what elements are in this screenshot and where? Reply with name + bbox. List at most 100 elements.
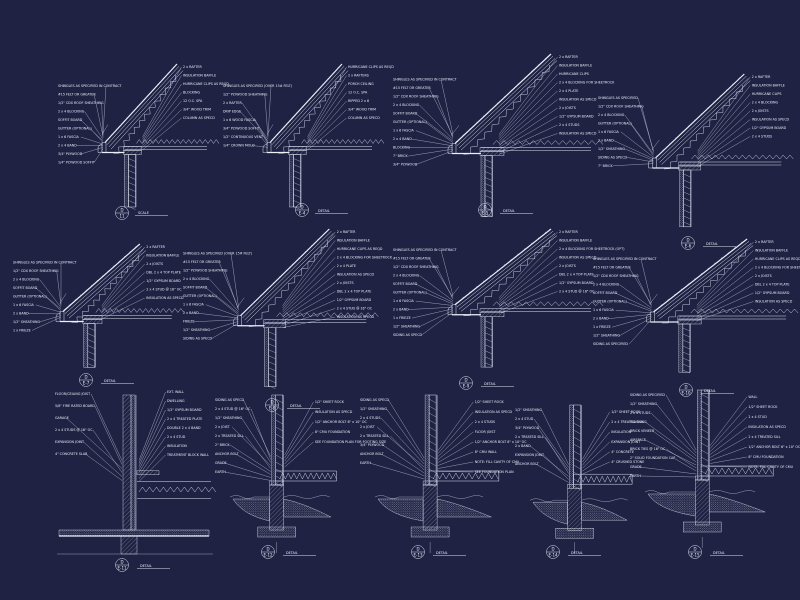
callout-label: 7" BRICK bbox=[393, 154, 408, 158]
detail-title: SCALE bbox=[138, 211, 149, 215]
callout-label: HURRICANE CLIPS bbox=[752, 92, 782, 96]
callout-label: 2 x 4 STUD @ 16" OC bbox=[559, 290, 595, 294]
callout-label: DOUBLE 2 x 4 BAND bbox=[167, 426, 201, 430]
detail-title: DETAIL bbox=[290, 404, 302, 408]
callout-label: GRADE bbox=[215, 461, 227, 465]
callout-label: 2 x 4 BLOCKING bbox=[593, 283, 620, 287]
callout-label: INSULATION AS SPECD bbox=[748, 425, 786, 429]
callout-label: GUTTER (OPTIONAL) bbox=[593, 300, 627, 304]
callout-label: 2 x 4 STUDS bbox=[559, 123, 579, 127]
detail-title: DETAIL bbox=[503, 209, 515, 213]
callout-label: SHINGLES AS SPECIFIED IN CONTRACT bbox=[58, 84, 123, 88]
callout-label: 1/2" SHEATHING bbox=[360, 407, 387, 411]
detail-title: DETAIL bbox=[318, 209, 330, 213]
callout-label: 3/4" WOOD TRIM bbox=[348, 108, 376, 112]
callout-label: 2 x 4 TREATED SILL bbox=[611, 420, 643, 424]
callout-label: SIDING AS SPECIFIED bbox=[630, 393, 665, 397]
callout-label: EARTH bbox=[630, 474, 641, 478]
callout-label: 2" SOLID FOUNDATION CAP bbox=[630, 456, 675, 460]
callout-label: SIDING AS SPECD bbox=[393, 333, 423, 337]
detail-bubble-sheet: E-13 bbox=[413, 553, 423, 558]
callout-label: 1/2" ANCHOR BOLT 6" x 10" OC bbox=[475, 440, 528, 444]
callout-label: 1/2" SHEATHING bbox=[215, 416, 242, 420]
detail-bubble-letter: D bbox=[686, 238, 689, 243]
callout-label: DBL 2 x 4 TOP PLATE bbox=[337, 290, 372, 294]
callout-label: 2 x JOIST bbox=[215, 425, 231, 429]
callout-label: SHINGLES AS SPECIFIED (OVER 15# FELT) bbox=[223, 84, 292, 88]
callout-label: INSULATION bbox=[611, 430, 631, 434]
callout-label: 2 x 4 STUD bbox=[167, 435, 186, 439]
detail-bubble-sheet: E-12 bbox=[263, 553, 273, 558]
callout-label: 2 x RAFTER bbox=[146, 245, 165, 249]
callout-label: 1 x FRIEZE bbox=[593, 325, 611, 329]
callout-label: INSULATION AS SPECD bbox=[752, 118, 790, 122]
detail-bubble-sheet: 11 bbox=[119, 214, 125, 219]
callout-label: COLUMN AS SPECD bbox=[183, 116, 215, 120]
callout-label: 2 x RAFTER bbox=[755, 240, 774, 244]
callout-label: 1 x 6 FASCIA bbox=[58, 135, 80, 139]
callout-label: ANCHOR BOLT bbox=[515, 462, 540, 466]
callout-label: 1 x 6 FASCIA bbox=[13, 303, 35, 307]
callout-label: 1/2" CDX ROOF SHEATHING bbox=[393, 95, 439, 99]
callout-label: SEE FOUNDATION PLAN FOR FOOTING SIZE bbox=[315, 440, 386, 444]
detail-7: SHINGLES AS SPECIFIED IN CONTRACT#15 FEL… bbox=[393, 228, 625, 390]
callout-label: TREATMENT BLOCK WALL bbox=[166, 453, 209, 457]
callout-label: ANCHOR BOLT bbox=[360, 452, 385, 456]
callout-label: ANCHOR BOLT bbox=[215, 452, 240, 456]
callout-label: DWELLING bbox=[167, 399, 185, 403]
callout-label: EXPANSION JOINT bbox=[55, 440, 85, 444]
callout-label: SHINGLES AS SPECIFIED (OVER 15# FELT) bbox=[183, 252, 252, 256]
callout-label: 3/4" PLYWOOD SOFFIT bbox=[223, 127, 261, 131]
callout-label: 2 x 4 STUD bbox=[748, 415, 767, 419]
detail-title: DETAIL bbox=[436, 551, 448, 555]
callout-label: 12 O.C. SPA bbox=[183, 99, 203, 103]
callout-label: SHINGLES AS SPECIFIED IN CONTRACT bbox=[393, 78, 458, 82]
callout-label: HURRICANE CLIPS AS REQD bbox=[337, 247, 383, 251]
callout-label: 1/2" SHEATHING bbox=[598, 147, 625, 151]
callout-label: 1/2" CDX ROOF SHEATHING bbox=[593, 274, 639, 278]
callout-label: 2 x BAND bbox=[393, 308, 409, 312]
callout-label: #15 FELT OR GREATER bbox=[393, 86, 431, 90]
callout-label: HURRICANE CLIPS AS REQD bbox=[348, 65, 394, 69]
callout-label: SIDING AS SPECIFIED bbox=[593, 342, 628, 346]
callout-label: 1/2" SHEET ROCK bbox=[475, 400, 505, 404]
detail-title: DETAIL bbox=[704, 389, 716, 393]
detail-13: SIDING AS SPECIFIED 1/2" SHEATHING 2 x 4 S… bbox=[630, 389, 800, 559]
detail-bubble-letter: D bbox=[120, 208, 123, 213]
callout-label: INSULATION AS SPECD bbox=[559, 132, 597, 136]
callout-label: 1/2" SHEATHING bbox=[13, 320, 40, 324]
callout-label: 2 x RAFTER bbox=[559, 230, 578, 234]
callout-label: 8" CMU WALL bbox=[475, 450, 497, 454]
callout-label: HURRICANE CLIPS AS REQD bbox=[183, 82, 229, 86]
callout-label: 2 x TREATED SILL bbox=[515, 435, 544, 439]
callout-label: INSULATION AS SPECD bbox=[755, 300, 793, 304]
callout-label: 2 x 4 BLOCKING bbox=[58, 110, 85, 114]
callout-label: INSULATION BAFFLE bbox=[146, 254, 179, 258]
callout-label: SHINGLES AS SPECIFIED IN CONTRACT bbox=[593, 257, 658, 261]
callout-label: 2 x TREATED SILL bbox=[215, 434, 244, 438]
callout-label: INSULATION AS SPECD bbox=[475, 410, 513, 414]
callout-label: 1 x FRIEZE bbox=[13, 328, 31, 332]
callout-label: 2 x 4 TREATED SILL bbox=[748, 435, 780, 439]
callout-label: 1 x 6 FASCIA bbox=[593, 308, 615, 312]
callout-label: AIRSPACE bbox=[630, 438, 646, 442]
callout-label: SEE FOUNDATION PLAN bbox=[475, 470, 514, 474]
callout-label: NOTE: FILL CAVITY OF CMU bbox=[475, 460, 520, 464]
callout-label: 1/2" SHEATHING bbox=[630, 402, 657, 406]
callout-label: 2 x 4 BLOCKING FOR SHEETROCK bbox=[559, 81, 615, 85]
callout-label: 2 x 4 BAND bbox=[393, 137, 412, 141]
callout-label: 1/2" SHEATHING bbox=[183, 328, 210, 332]
callout-label: SIDING AS SPECD bbox=[183, 337, 213, 341]
callout-label: 2 x 4 STUD @ 16" OC bbox=[337, 307, 373, 311]
callout-label: 2 x JOISTS bbox=[146, 262, 163, 266]
callout-label: 2 x RAFTERS bbox=[348, 74, 369, 78]
callout-label: INSULATION AS SPECD bbox=[315, 410, 353, 414]
callout-label: 2 x 4 STUDS bbox=[630, 411, 650, 415]
callout-label: 2 x 4 STUD @ 16" OC bbox=[215, 407, 251, 411]
callout-label: INSULATION BAFFLE bbox=[559, 64, 592, 68]
callout-label: INSULATION bbox=[167, 444, 187, 448]
callout-label: 1/2" SHEATHING bbox=[393, 325, 420, 329]
detail-6: SHINGLES AS SPECIFIED (OVER 15# FELT)#15… bbox=[183, 228, 393, 412]
